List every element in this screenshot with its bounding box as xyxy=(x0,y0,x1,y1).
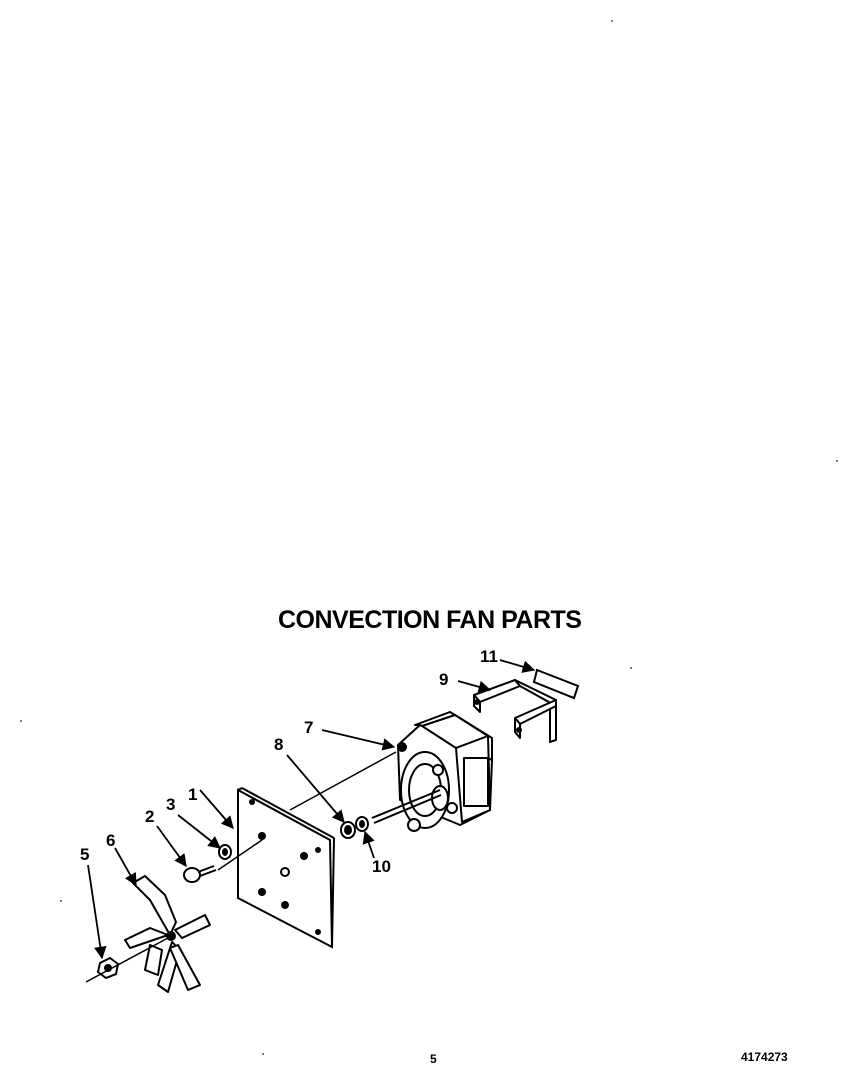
callout-10: 10 xyxy=(372,857,391,876)
callout-7: 7 xyxy=(304,718,314,737)
scan-speck xyxy=(611,20,613,22)
page-title: CONVECTION FAN PARTS xyxy=(278,606,582,634)
screw-axis-line xyxy=(217,839,263,871)
shaft-axis-line xyxy=(85,937,169,983)
callout-3: 3 xyxy=(166,795,176,814)
fan-blade xyxy=(124,875,211,993)
mounting-plate xyxy=(237,787,335,949)
scan-speck xyxy=(20,720,22,722)
callout-5: 5 xyxy=(80,845,90,864)
mounting-bracket xyxy=(473,679,557,743)
page-number: 5 xyxy=(430,1052,437,1066)
document-part-number: 4174273 xyxy=(741,1050,788,1064)
callout-6: 6 xyxy=(106,831,116,850)
screw xyxy=(183,865,217,883)
insulation-pad xyxy=(532,668,580,700)
callout-11: 11 xyxy=(480,647,498,666)
motor xyxy=(371,711,493,832)
nut xyxy=(96,956,120,980)
callout-2: 2 xyxy=(145,807,155,826)
scan-speck xyxy=(836,460,838,462)
callout-8: 8 xyxy=(274,735,284,754)
callout-9: 9 xyxy=(439,670,449,689)
scan-speck xyxy=(262,1053,264,1055)
shaft-washers xyxy=(340,816,369,839)
assembly-axis-line xyxy=(289,751,397,811)
scan-speck xyxy=(630,667,632,669)
leader-arrows xyxy=(87,659,536,960)
washer xyxy=(218,844,232,860)
callout-1: 1 xyxy=(188,785,198,804)
scan-speck xyxy=(60,900,62,902)
